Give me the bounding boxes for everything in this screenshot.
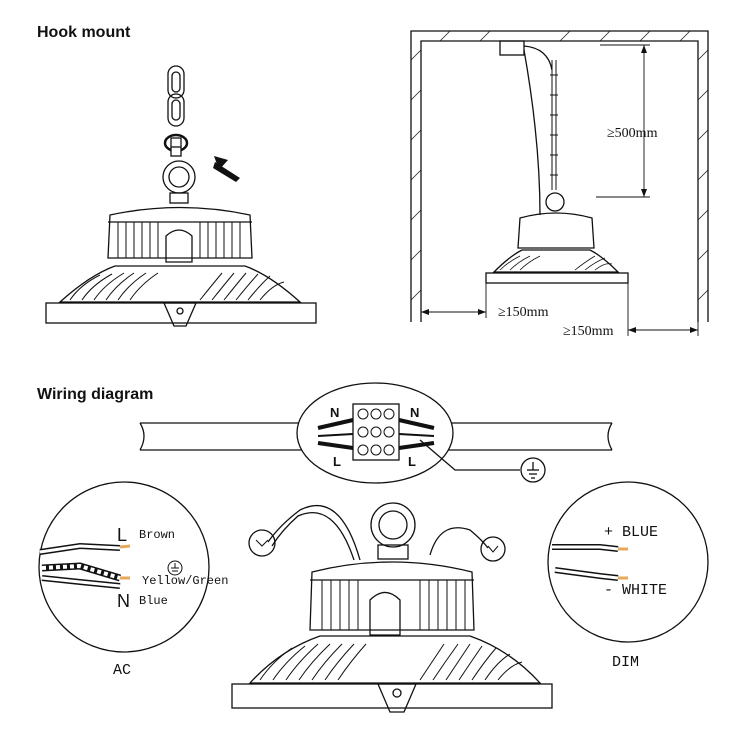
hook-mount-lamp-illustration (45, 65, 317, 327)
terminal-l-right: L (408, 454, 416, 469)
dim-plus-label: + BLUE (604, 524, 658, 541)
clearance-room-diagram (410, 30, 709, 336)
ac-earth-color: Yellow/Green (142, 574, 228, 588)
ac-live-letter: L (117, 525, 127, 545)
terminal-n-left: N (330, 405, 339, 420)
side-clearance-inner-label: ≥150mm (498, 305, 549, 320)
terminal-n-right: N (410, 405, 419, 420)
terminal-block-illustration (139, 382, 613, 484)
ac-neutral-color: Blue (139, 594, 168, 608)
ac-neutral-letter: N (117, 591, 130, 611)
side-clearance-outer-label: ≥150mm (563, 324, 614, 339)
dim-caption: DIM (612, 654, 639, 671)
dim-wiring-detail (547, 481, 709, 643)
ac-caption: AC (113, 662, 131, 679)
wiring-diagram-title: Wiring diagram (37, 386, 154, 403)
hook-mount-title: Hook mount (37, 24, 131, 41)
wiring-lamp-illustration (231, 502, 553, 713)
ceiling-clearance-label: ≥500mm (607, 126, 658, 141)
dim-minus-label: - WHITE (604, 582, 667, 599)
ac-live-color: Brown (139, 528, 175, 542)
terminal-l-left: L (333, 454, 341, 469)
ac-wiring-detail (38, 481, 210, 653)
